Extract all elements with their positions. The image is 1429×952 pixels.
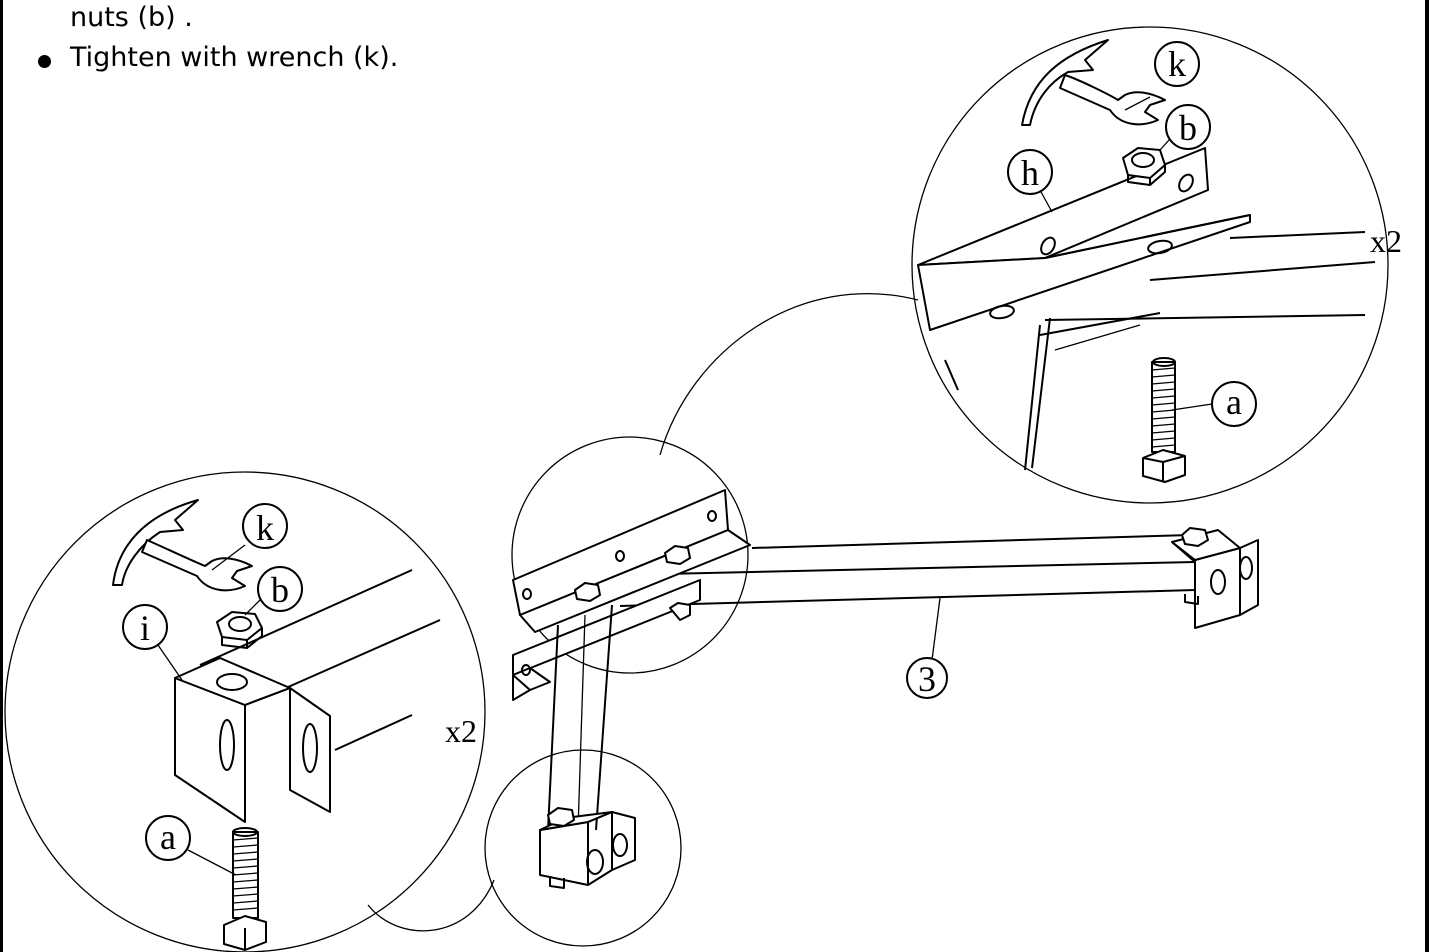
instruction-line-nuts: nuts (b) . bbox=[70, 2, 193, 33]
main-view-circle-lower bbox=[484, 749, 682, 947]
callout-i: i bbox=[122, 604, 168, 650]
callout-h-label: h bbox=[1021, 153, 1039, 193]
callout-i-label: i bbox=[140, 608, 150, 648]
top-detail-bracket-h bbox=[917, 147, 1251, 331]
bolt-icon bbox=[223, 827, 267, 951]
detail-circle-left bbox=[4, 471, 486, 952]
quantity-label-top: x2 bbox=[1370, 223, 1402, 259]
quantity-label-left: x2 bbox=[445, 713, 477, 749]
detail-connector-top bbox=[659, 292, 919, 456]
leader-line bbox=[157, 644, 183, 681]
part-3-tube bbox=[619, 534, 1196, 607]
wrench-icon bbox=[112, 499, 253, 592]
page-border-right bbox=[1425, 0, 1429, 952]
callout-k-label: k bbox=[1168, 44, 1186, 84]
callout-a-top: a bbox=[1211, 381, 1257, 427]
leader-line bbox=[931, 597, 941, 661]
diagonal-strut bbox=[547, 604, 613, 831]
callout-a-label: a bbox=[1226, 382, 1242, 422]
callout-3-label: 3 bbox=[918, 659, 936, 699]
wall-bracket-upper bbox=[512, 489, 751, 633]
callout-k-top: k bbox=[1154, 41, 1200, 87]
detail-connector-left bbox=[367, 879, 495, 932]
instruction-bullet bbox=[38, 55, 51, 68]
leader-line bbox=[244, 597, 263, 616]
left-detail-bracket-i bbox=[174, 657, 331, 823]
callout-a-label: a bbox=[160, 817, 176, 857]
leader-line bbox=[211, 544, 246, 571]
tube-end-bracket bbox=[1171, 527, 1259, 629]
bolt-icon bbox=[1142, 357, 1186, 483]
leader-line bbox=[1039, 189, 1053, 213]
callout-b-left: b bbox=[257, 566, 303, 612]
callout-k-label: k bbox=[256, 508, 274, 548]
wall-bracket-lower bbox=[512, 579, 701, 701]
callout-b-label: b bbox=[1179, 108, 1197, 148]
instruction-line-tighten: Tighten with wrench (k). bbox=[70, 42, 399, 73]
leader-line bbox=[187, 849, 237, 876]
page-border-left bbox=[0, 0, 3, 952]
hex-nut-icon bbox=[1122, 147, 1166, 186]
callout-b-label: b bbox=[271, 570, 289, 610]
leader-line bbox=[1171, 403, 1213, 411]
callout-k-left: k bbox=[242, 503, 288, 549]
main-view-circle-upper bbox=[511, 436, 749, 674]
strut-end-bracket bbox=[539, 807, 636, 889]
top-detail-tubes bbox=[944, 231, 1376, 471]
callout-b-top: b bbox=[1165, 104, 1211, 150]
callout-a-left: a bbox=[145, 815, 191, 861]
hex-nut-icon bbox=[216, 611, 263, 649]
detail-circle-top bbox=[911, 26, 1389, 504]
callout-h: h bbox=[1007, 149, 1053, 195]
leader-line bbox=[1124, 96, 1151, 111]
left-detail-tubes bbox=[199, 569, 441, 751]
wrench-icon bbox=[1021, 39, 1166, 126]
callout-part-3: 3 bbox=[906, 657, 948, 699]
